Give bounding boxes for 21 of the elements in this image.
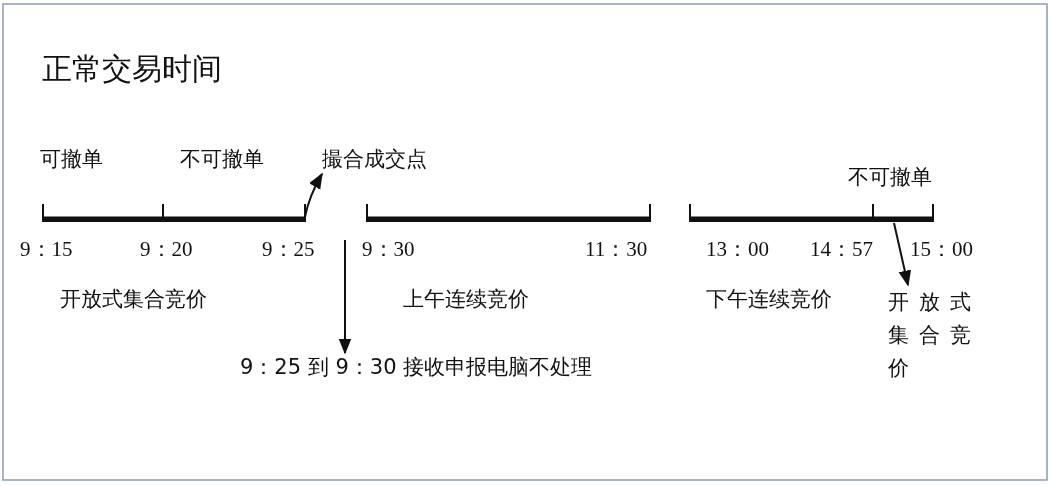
phase-label: 上午连续竞价 (403, 286, 529, 312)
arrow (304, 172, 323, 218)
title: 正常交易时间 (42, 50, 222, 88)
arrow (893, 222, 912, 287)
phase-label: 下午连续竞价 (706, 286, 832, 312)
state-label: 不可撤单 (180, 146, 264, 172)
time-label: 13：00 (706, 236, 769, 262)
phase-label: 开放式集合竞价 (60, 286, 207, 312)
time-label: 14：57 (810, 236, 873, 262)
time-label: 9：25 (262, 236, 315, 262)
time-label: 15：00 (910, 236, 973, 262)
state-label: 不可撤单 (848, 164, 932, 190)
time-label: 9：30 (362, 236, 415, 262)
time-label: 9：15 (20, 236, 73, 262)
callout-text: 开放式集合竞价 (888, 286, 988, 385)
note-text: 9：25 到 9：30 接收申报电脑不处理 (240, 354, 593, 380)
time-label: 9：20 (140, 236, 193, 262)
state-label: 可撤单 (40, 146, 103, 172)
arrow (338, 239, 352, 355)
time-label: 11：30 (585, 236, 648, 262)
callout-text: 撮合成交点 (322, 146, 427, 172)
